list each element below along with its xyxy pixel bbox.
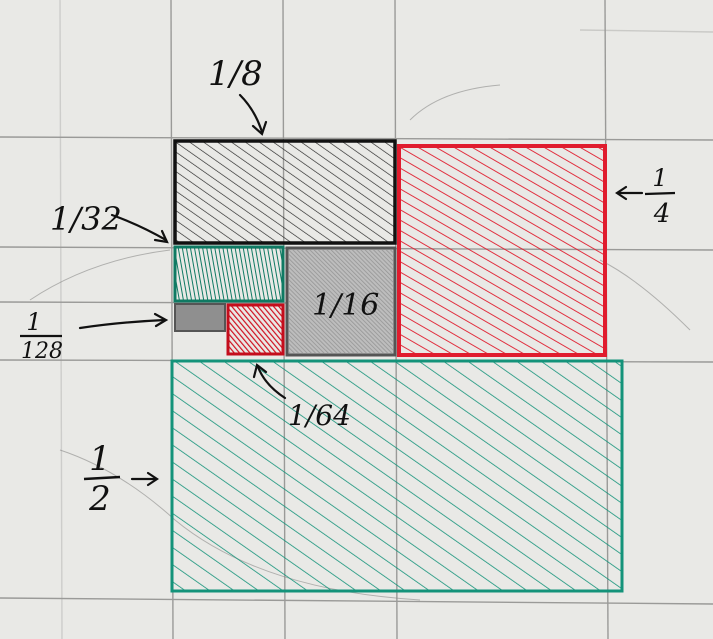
label-quarter-numerator: 1 xyxy=(652,164,667,192)
label-half-denominator: 2 xyxy=(88,479,111,519)
sixteenth-square-shading xyxy=(289,250,393,353)
label-one-twenty-eighth: 1 128 xyxy=(20,308,63,364)
label-quarter-denominator: 4 xyxy=(653,199,671,229)
thirty-second-rectangle xyxy=(173,245,285,303)
label-one-twenty-eighth-numerator: 1 xyxy=(26,308,41,336)
one-twenty-eighth-rectangle xyxy=(174,303,226,332)
half-rectangle xyxy=(170,359,624,593)
arrow-sixty-fourth xyxy=(256,365,287,400)
label-eighth: 1/8 xyxy=(208,54,263,94)
arrow-eighth xyxy=(238,93,264,134)
label-one-twenty-eighth-denominator: 128 xyxy=(21,339,63,364)
label-half: 1 2 xyxy=(83,439,121,519)
arrow-one-twenty-eighth xyxy=(78,318,167,330)
quarter-square xyxy=(397,144,607,357)
label-sixty-fourth: 1/64 xyxy=(288,399,351,432)
label-half-numerator: 1 xyxy=(89,439,111,479)
arrows xyxy=(78,93,644,487)
eighth-rectangle xyxy=(173,139,397,245)
sixty-fourth-square xyxy=(226,303,285,356)
arrow-thirty-second xyxy=(110,213,168,242)
label-thirty-second: 1/32 xyxy=(50,200,122,238)
label-sixteenth: 1/16 xyxy=(312,288,379,323)
label-quarter: 1 4 xyxy=(644,164,676,229)
